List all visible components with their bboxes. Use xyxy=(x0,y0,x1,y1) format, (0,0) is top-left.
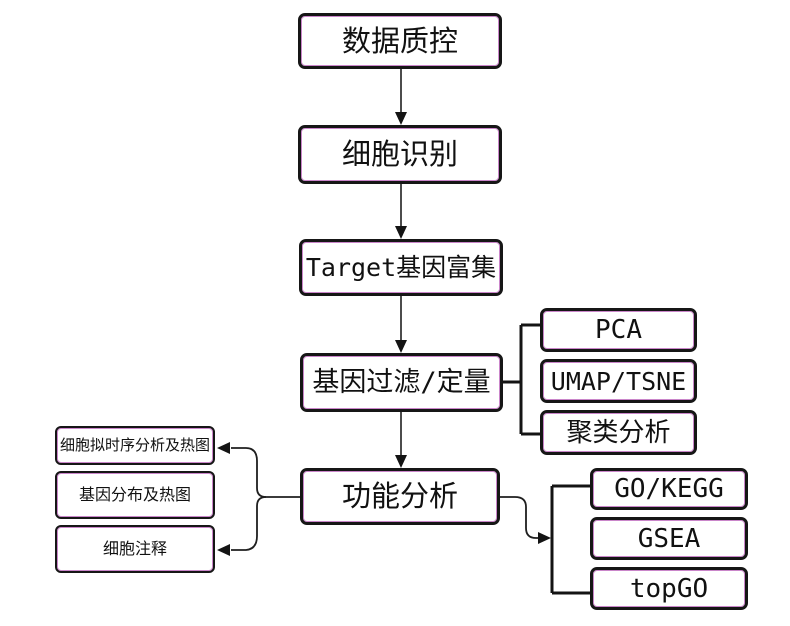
node-clustering-analysis: 聚类分析 xyxy=(540,410,697,455)
arrowhead-target-to-filter xyxy=(395,340,407,353)
arrowhead-left-down xyxy=(217,544,230,556)
node-functional-analysis: 功能分析 xyxy=(300,468,500,525)
arrowhead-qc-to-cell xyxy=(395,112,407,125)
arrowhead-cell-to-target xyxy=(395,226,407,239)
node-target-gene-enrichment: Target基因富集 xyxy=(299,239,503,296)
edge-left-branch-down xyxy=(231,496,267,551)
node-umap-tsne: UMAP/TSNE xyxy=(540,359,697,403)
node-cell-recognition: 细胞识别 xyxy=(298,125,502,184)
node-topgo: topGO xyxy=(590,567,748,610)
node-pca: PCA xyxy=(540,308,697,352)
edge-func-to-right-curve xyxy=(500,496,538,539)
node-data-qc: 数据质控 xyxy=(298,13,502,69)
node-pseudotime-analysis-heatmap: 细胞拟时序分析及热图 xyxy=(55,426,215,465)
arrowhead-filter-to-func xyxy=(395,455,407,468)
edge-left-branch-up xyxy=(231,447,267,498)
node-cell-annotation: 细胞注释 xyxy=(55,525,215,573)
arrowhead-func-to-right xyxy=(538,532,551,544)
node-gene-filter-quantification: 基因过滤/定量 xyxy=(300,353,503,412)
arrowhead-left-up xyxy=(217,442,230,454)
node-gene-distribution-heatmap: 基因分布及热图 xyxy=(55,471,215,519)
node-go-kegg: GO/KEGG xyxy=(590,468,748,510)
node-gsea: GSEA xyxy=(590,517,748,560)
